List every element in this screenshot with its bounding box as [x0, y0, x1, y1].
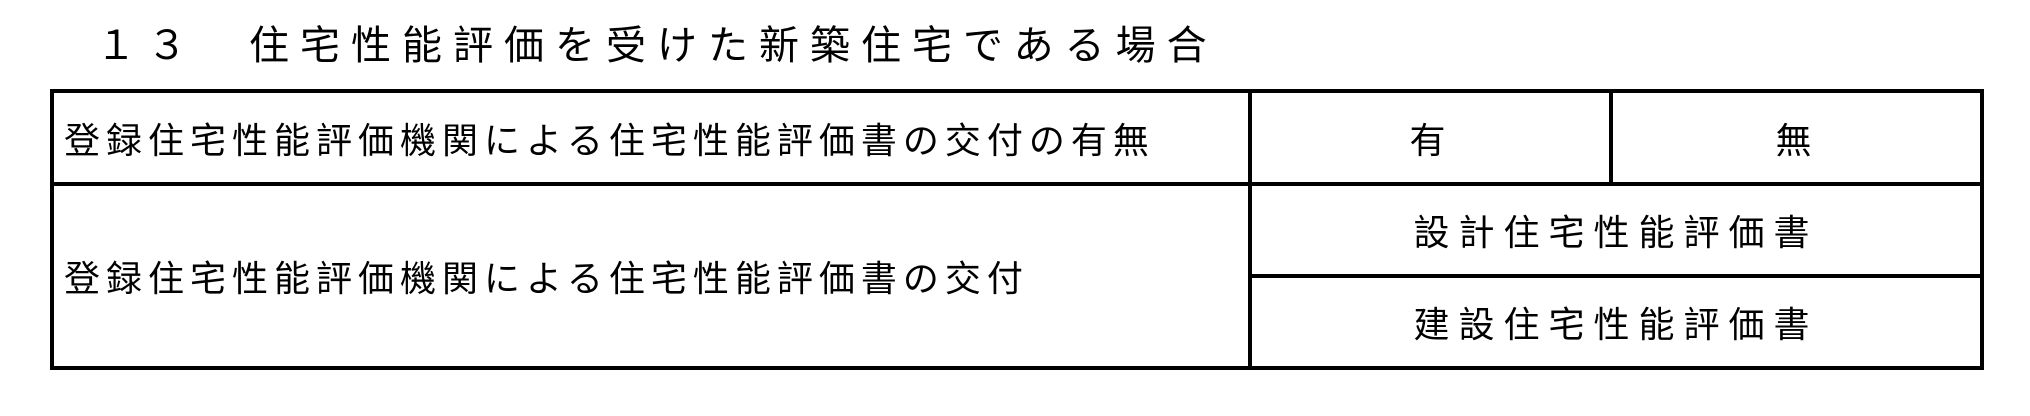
table-row-construction-evaluation: 建設住宅性能評価書	[52, 274, 1984, 370]
design-evaluation-cell[interactable]: 設計住宅性能評価書	[1248, 182, 1984, 278]
option-yes-cell[interactable]: 有	[1248, 89, 1613, 186]
table-row-certificate-issue: 登録住宅性能評価機関による住宅性能評価書の交付 設計住宅性能評価書	[50, 182, 1984, 370]
housing-performance-table: 登録住宅性能評価機関による住宅性能評価書の交付の有無 有 無 登録住宅性能評価機…	[50, 89, 1984, 370]
option-no-cell[interactable]: 無	[1609, 89, 1984, 186]
certificate-issue-label: 登録住宅性能評価機関による住宅性能評価書の交付	[50, 182, 1252, 370]
construction-evaluation-cell[interactable]: 建設住宅性能評価書	[1248, 274, 1984, 370]
certificate-presence-label: 登録住宅性能評価機関による住宅性能評価書の交付の有無	[50, 89, 1252, 186]
table-row-certificate-presence: 登録住宅性能評価機関による住宅性能評価書の交付の有無 有 無	[50, 89, 1984, 186]
section-heading: １３ 住宅性能評価を受けた新築住宅である場合	[96, 23, 1218, 69]
